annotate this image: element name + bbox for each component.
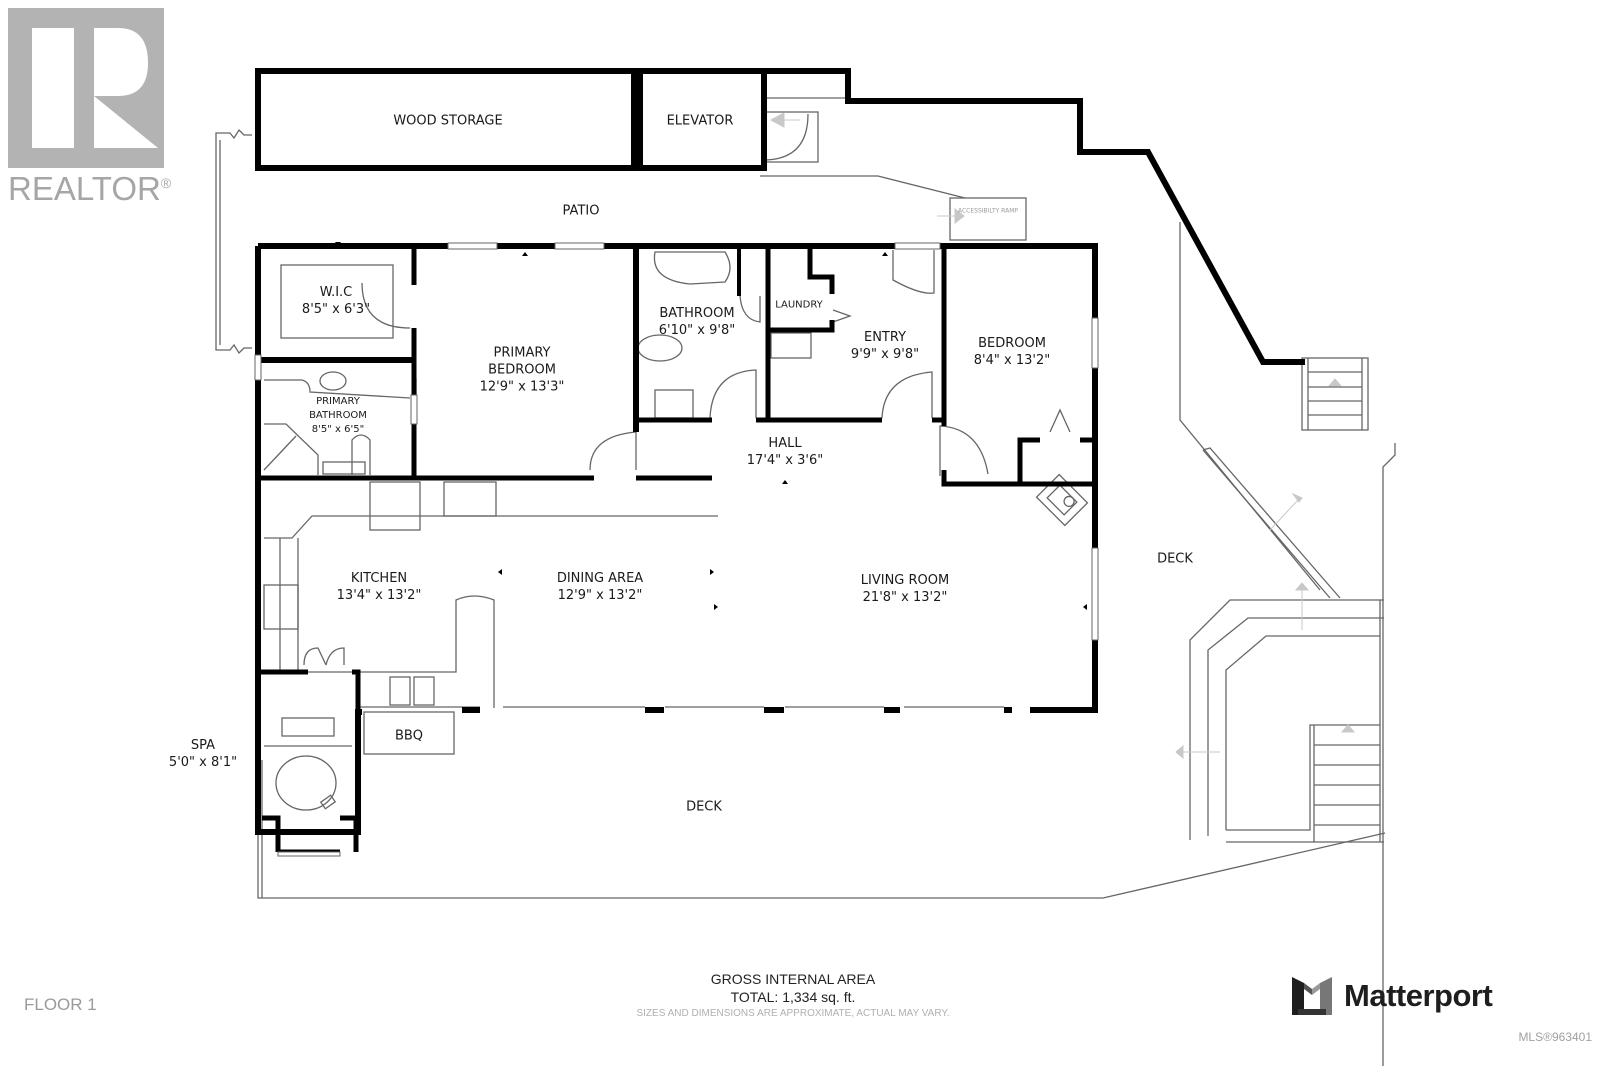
- mls-number: MLS®963401: [1518, 1030, 1592, 1044]
- room-label-elevator: ELEVATOR: [666, 113, 734, 129]
- gross-internal-area: GROSS INTERNAL AREA TOTAL: 1,334 sq. ft.…: [636, 970, 949, 1019]
- realtor-wordmark: REALTOR®: [8, 170, 172, 207]
- room-label-deck-south: DECK: [686, 799, 722, 815]
- room-label-accessibility-ramp: ACCESSIBILTY RAMP: [957, 207, 1019, 215]
- room-label-patio: PATIO: [562, 203, 600, 219]
- floor-label: FLOOR 1: [24, 995, 97, 1014]
- area-total: TOTAL: 1,334 sq. ft.: [730, 989, 856, 1005]
- area-heading: GROSS INTERNAL AREA: [710, 971, 876, 987]
- realtor-logo: REALTOR®: [8, 8, 172, 208]
- matterport-icon: [1292, 977, 1332, 1015]
- room-label-bbq: BBQ: [394, 728, 424, 744]
- matterport-wordmark: Matterport: [1344, 978, 1493, 1013]
- room-label-laundry: LAUNDRY: [775, 299, 823, 311]
- room-label-deck-east: DECK: [1157, 551, 1193, 567]
- patio-boundary: [215, 128, 252, 355]
- realtor-r-icon: [8, 8, 164, 168]
- room-label-wood-storage: WOOD STORAGE: [393, 113, 503, 129]
- area-disclaimer: SIZES AND DIMENSIONS ARE APPROXIMATE, AC…: [636, 1008, 950, 1019]
- matterport-logo: Matterport: [1290, 975, 1493, 1017]
